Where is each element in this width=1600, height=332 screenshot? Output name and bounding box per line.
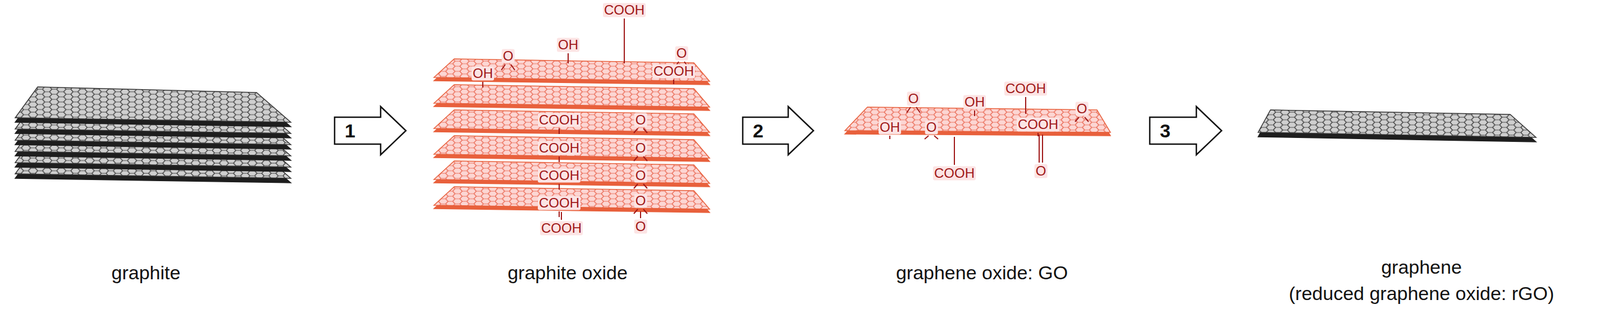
process-arrow — [1149, 106, 1222, 155]
bond-line — [974, 110, 976, 117]
functional-group: O — [1034, 163, 1048, 178]
bond-line — [623, 18, 625, 64]
illustration-panel: graphene(reduced graphene oxide: rGO) — [1221, 78, 1589, 326]
caption: graphite oxide — [507, 261, 628, 285]
graphene-sheet — [1258, 110, 1536, 143]
caption: graphite — [111, 261, 181, 285]
graphite-oxide-layer — [433, 110, 710, 136]
caption: graphene — [1381, 256, 1462, 280]
sheet-face — [433, 84, 710, 108]
sheet-face — [433, 135, 710, 159]
functional-group: COOH — [602, 2, 646, 17]
functional-group: COOH — [537, 168, 581, 183]
bond-line — [558, 211, 560, 218]
bond-line — [633, 156, 648, 162]
sheet-face — [433, 161, 710, 184]
functional-group: COOH — [1004, 81, 1048, 96]
sheet-face — [433, 58, 710, 82]
bond-line — [906, 107, 921, 113]
bond-line — [673, 79, 675, 85]
bond-line — [640, 211, 642, 219]
process-arrow — [742, 106, 814, 155]
functional-group: COOH — [933, 166, 976, 181]
graphite-layer — [15, 87, 291, 127]
graphite-oxide-layer — [433, 186, 710, 213]
bond-line — [558, 128, 560, 135]
step-number: 3 — [1158, 121, 1172, 141]
functional-group: O — [634, 168, 648, 183]
functional-group: O — [501, 48, 515, 63]
functional-group: OH — [963, 94, 986, 109]
functional-group: COOH — [537, 140, 581, 155]
functional-group: OH — [878, 120, 902, 135]
graphite-oxide-layer — [433, 84, 710, 111]
functional-group: COOH — [540, 221, 583, 236]
illustration-panel: graphene oxide: GO — [813, 78, 1150, 304]
functional-group: OH — [471, 66, 495, 81]
bond-line — [1025, 97, 1027, 114]
functional-group: COOH — [537, 112, 581, 127]
bond-line — [1037, 133, 1039, 137]
bond-line — [558, 156, 560, 163]
functional-group: O — [675, 46, 689, 61]
illustration-panel: graphite oxide — [405, 0, 743, 304]
step-number: 1 — [343, 121, 357, 141]
caption: (reduced graphene oxide: rGO) — [1288, 282, 1554, 306]
illustration-panel: graphite — [11, 78, 335, 304]
functional-group: O — [925, 120, 939, 135]
bond-line — [558, 184, 560, 190]
bond-line — [924, 135, 939, 140]
sheet-face — [15, 87, 291, 123]
bond-line — [633, 184, 648, 189]
step-number: 2 — [751, 121, 765, 141]
functional-group: OH — [556, 37, 580, 52]
sheet-face — [433, 110, 710, 133]
functional-group: O — [634, 219, 648, 234]
bond-line — [1075, 117, 1089, 122]
functional-group: O — [634, 193, 648, 208]
caption: graphene oxide: GO — [896, 261, 1068, 285]
process-arrow — [334, 106, 406, 155]
sheet-face — [1258, 110, 1536, 138]
bond-line — [953, 136, 955, 166]
graphite-oxide-layer — [433, 135, 710, 162]
functional-group: O — [907, 91, 921, 106]
graphite-oxide-layer — [433, 161, 710, 187]
graphite-oxide-layer — [433, 58, 710, 85]
bond-line — [560, 212, 562, 221]
bond-line — [482, 81, 484, 88]
bond-line — [889, 135, 891, 140]
bond-line — [1039, 134, 1043, 163]
bond-line — [567, 53, 569, 64]
bond-line — [501, 64, 515, 71]
functional-group: COOH — [537, 195, 581, 210]
functional-group: COOH — [652, 64, 696, 79]
bond-line — [633, 128, 648, 134]
functional-group: O — [1075, 101, 1089, 116]
functional-group: O — [634, 112, 648, 127]
graphene-oxide-sheet — [844, 107, 1111, 136]
functional-group: COOH — [1016, 117, 1060, 132]
functional-group: O — [634, 140, 648, 155]
